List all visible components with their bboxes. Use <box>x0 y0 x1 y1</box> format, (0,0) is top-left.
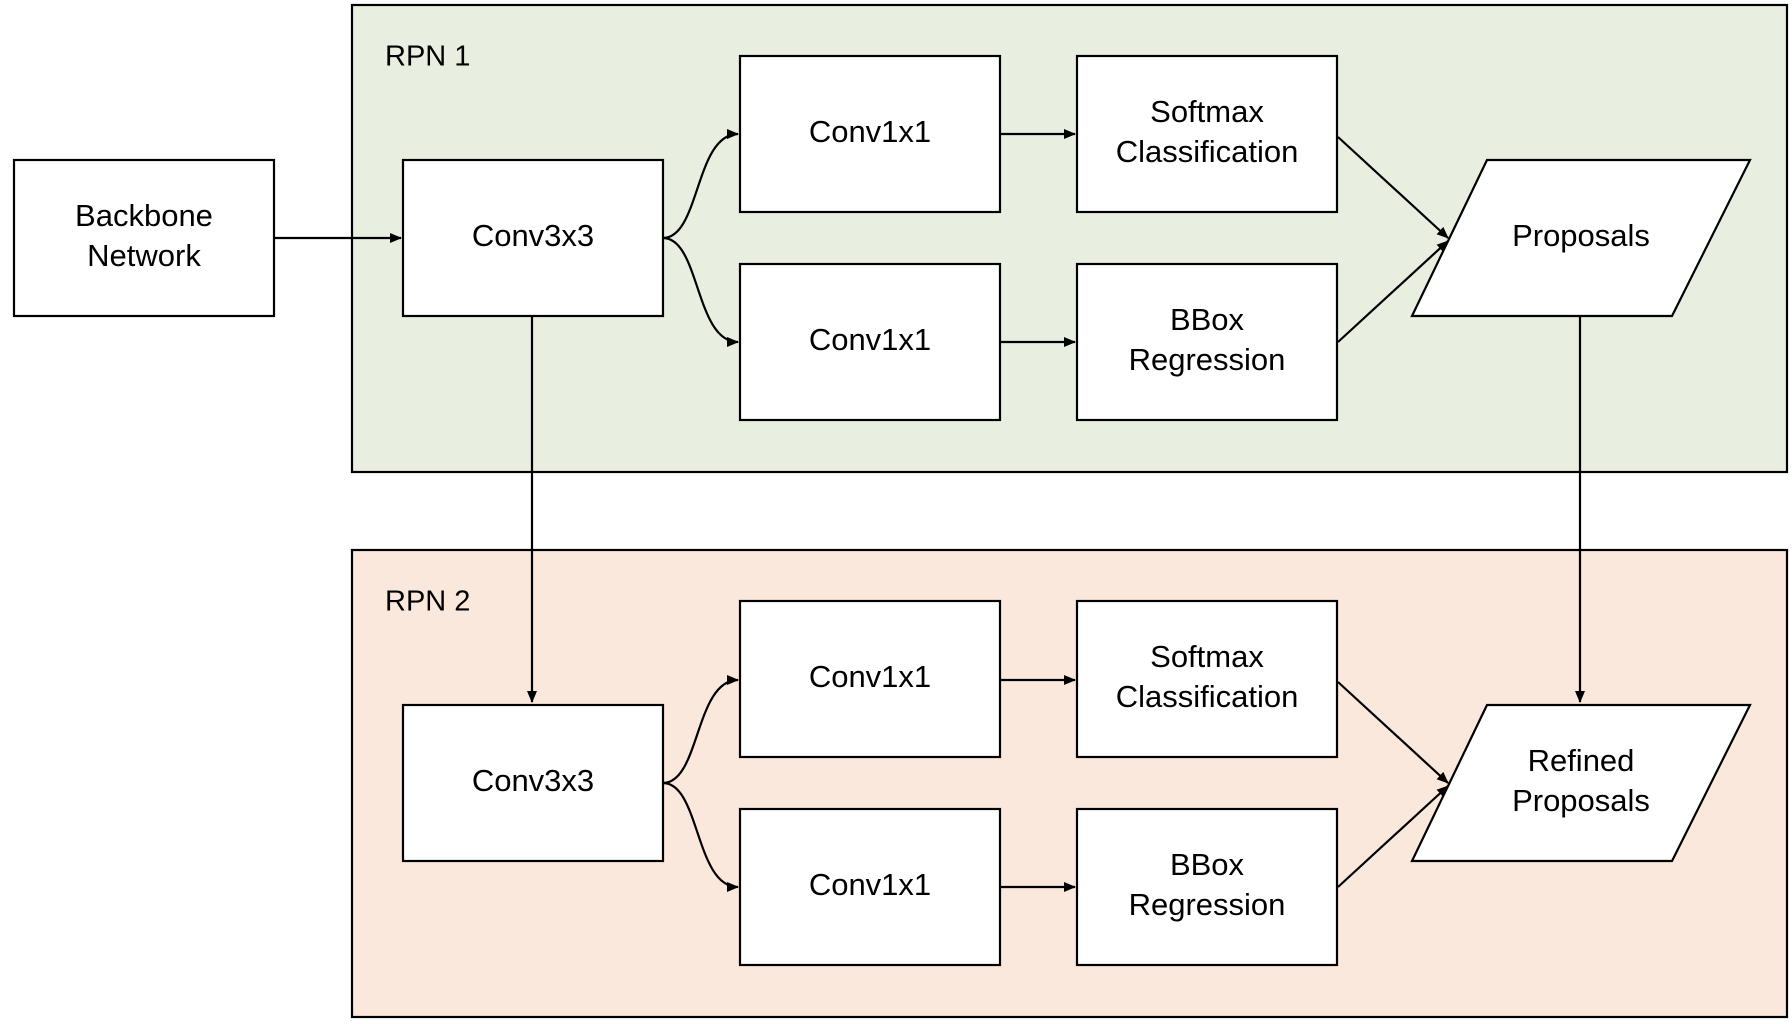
rpn1-proposals-node: Proposals <box>1410 158 1752 318</box>
edge-rpn1-bbox-to-proposals <box>1337 240 1449 343</box>
edge-rpn2-softmax-to-refined-proposals <box>1337 681 1449 784</box>
rpn1-conv3x3-node: Conv3x3 <box>401 158 665 318</box>
edge-rpn1-softmax-to-proposals <box>1337 136 1449 239</box>
label-line: Classification <box>1116 679 1299 714</box>
rpn1-conv1x1-top-label: Conv1x1 <box>809 114 931 149</box>
label-line: BBox <box>1170 847 1245 882</box>
rpn2-label: RPN 2 <box>385 586 470 618</box>
edge-rpn2-bbox-to-refined-proposals <box>1337 785 1449 888</box>
rpn2-conv1x1-top-label: Conv1x1 <box>809 659 931 694</box>
label-line: Regression <box>1129 342 1286 377</box>
rpn1-proposals-label: Proposals <box>1512 218 1650 253</box>
rpn1-conv3x3-label: Conv3x3 <box>472 218 594 253</box>
label-line: Softmax <box>1150 94 1264 129</box>
rpn2-conv3x3-node: Conv3x3 <box>401 703 665 863</box>
rpn1-conv1x1-bottom-label: Conv1x1 <box>809 322 931 357</box>
label-line: Regression <box>1129 887 1286 922</box>
label-line: BBox <box>1170 302 1245 337</box>
rpn1-conv1x1-top-node: Conv1x1 <box>738 54 1002 214</box>
rpn1-label: RPN 1 <box>385 41 470 73</box>
edge-rpn1-conv3x3-to-conv1x1-top <box>662 129 739 240</box>
edge-rpn2-conv3x3-to-conv1x1-top <box>662 675 739 785</box>
label-line: Proposals <box>1512 218 1650 253</box>
label-line: Backbone <box>75 198 213 233</box>
rpn1-conv1x1-bottom-node: Conv1x1 <box>738 262 1002 422</box>
rpn2-conv1x1-bottom-node: Conv1x1 <box>738 807 1002 967</box>
rpn2-conv1x1-bottom-label: Conv1x1 <box>809 867 931 902</box>
rpn2-conv3x3-label: Conv3x3 <box>472 763 594 798</box>
label-line: Softmax <box>1150 639 1264 674</box>
edges <box>274 129 1585 892</box>
label-line: Proposals <box>1512 783 1650 818</box>
label-line: Conv1x1 <box>809 867 931 902</box>
edge-rpn1-conv3x3-to-conv1x1-bottom <box>662 236 739 347</box>
label-line: Conv1x1 <box>809 659 931 694</box>
label-line: Classification <box>1116 134 1299 169</box>
label-line: Conv1x1 <box>809 322 931 357</box>
rpn2-conv1x1-top-node: Conv1x1 <box>738 599 1002 759</box>
edge-rpn2-conv3x3-to-conv1x1-bottom <box>662 781 739 892</box>
label-line: Conv1x1 <box>809 114 931 149</box>
label-line: Refined <box>1528 743 1635 778</box>
label-line: Conv3x3 <box>472 218 594 253</box>
label-line: Conv3x3 <box>472 763 594 798</box>
label-line: Network <box>87 238 201 273</box>
